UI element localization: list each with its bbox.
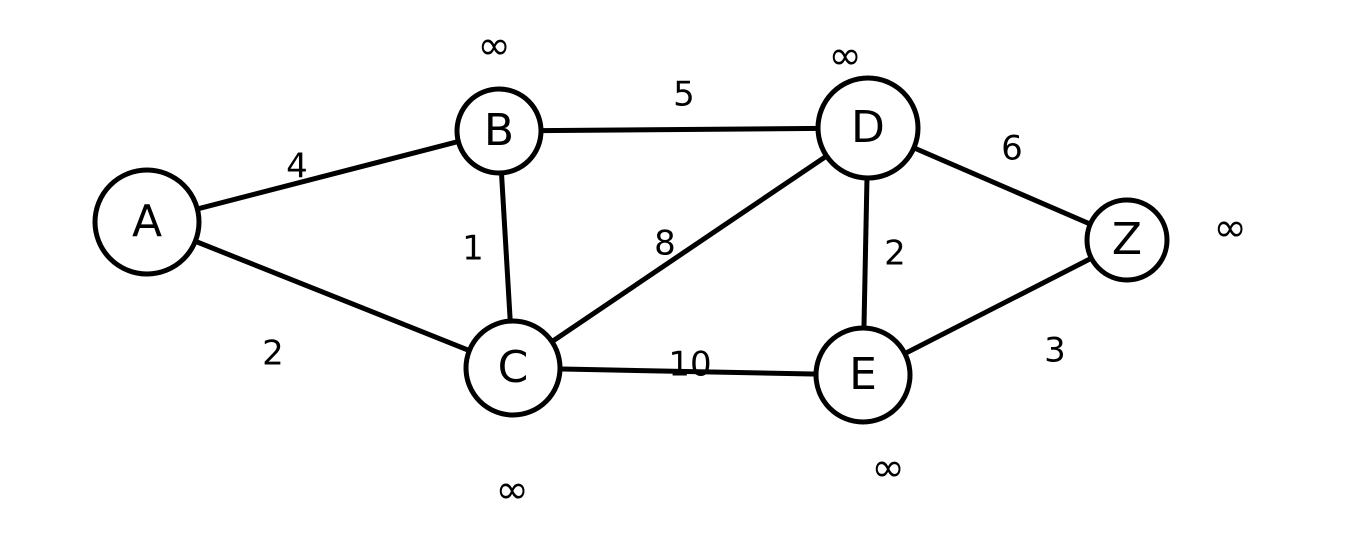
node-circle-e: [813, 325, 913, 425]
edge-a-b: [144, 128, 502, 225]
edge-b-d: [496, 125, 871, 134]
node-e: E: [813, 325, 913, 425]
node-label-a: A: [132, 196, 162, 247]
node-z: Z: [1084, 197, 1170, 283]
edge-weight-c-e: 10: [668, 345, 711, 385]
edge-weights: 4 2 1 5 8 10 2 6 3: [262, 75, 1066, 385]
node-circle-z: [1084, 197, 1170, 283]
node-label-c: C: [498, 342, 529, 393]
distance-label-d: ∞: [828, 33, 861, 79]
distance-label-b: ∞: [477, 23, 510, 69]
node-circle-d: [815, 75, 921, 181]
node-circle-b: [454, 86, 544, 176]
node-circle-c: [463, 318, 563, 418]
nodes: A B C D E Z: [92, 75, 1170, 425]
node-circle-a: [92, 167, 202, 277]
node-label-e: E: [849, 349, 877, 400]
node-b: B: [454, 86, 544, 176]
node-d: D: [815, 75, 921, 181]
edge-weight-d-z: 6: [1001, 129, 1023, 169]
edge-c-e: [510, 365, 866, 378]
node-label-d: D: [851, 102, 885, 153]
edge-weight-a-b: 4: [286, 147, 308, 187]
edge-weight-e-z: 3: [1044, 331, 1066, 371]
edge-weight-c-d: 8: [654, 224, 676, 264]
edge-weight-b-c: 1: [462, 229, 484, 269]
edge-weight-b-d: 5: [673, 75, 695, 115]
distance-label-e: ∞: [871, 445, 904, 491]
edge-weight-d-e: 2: [884, 234, 906, 274]
node-label-b: B: [484, 105, 514, 156]
node-label-z: Z: [1112, 214, 1142, 265]
distance-label-z: ∞: [1213, 205, 1246, 251]
distance-labels: ∞ ∞ ∞ ∞ ∞: [477, 23, 1246, 513]
edge-a-c: [144, 219, 516, 371]
node-c: C: [463, 318, 563, 418]
edge-weight-a-c: 2: [262, 334, 284, 374]
node-a: A: [92, 167, 202, 277]
edge-c-d: [510, 125, 871, 371]
distance-label-c: ∞: [495, 467, 528, 513]
